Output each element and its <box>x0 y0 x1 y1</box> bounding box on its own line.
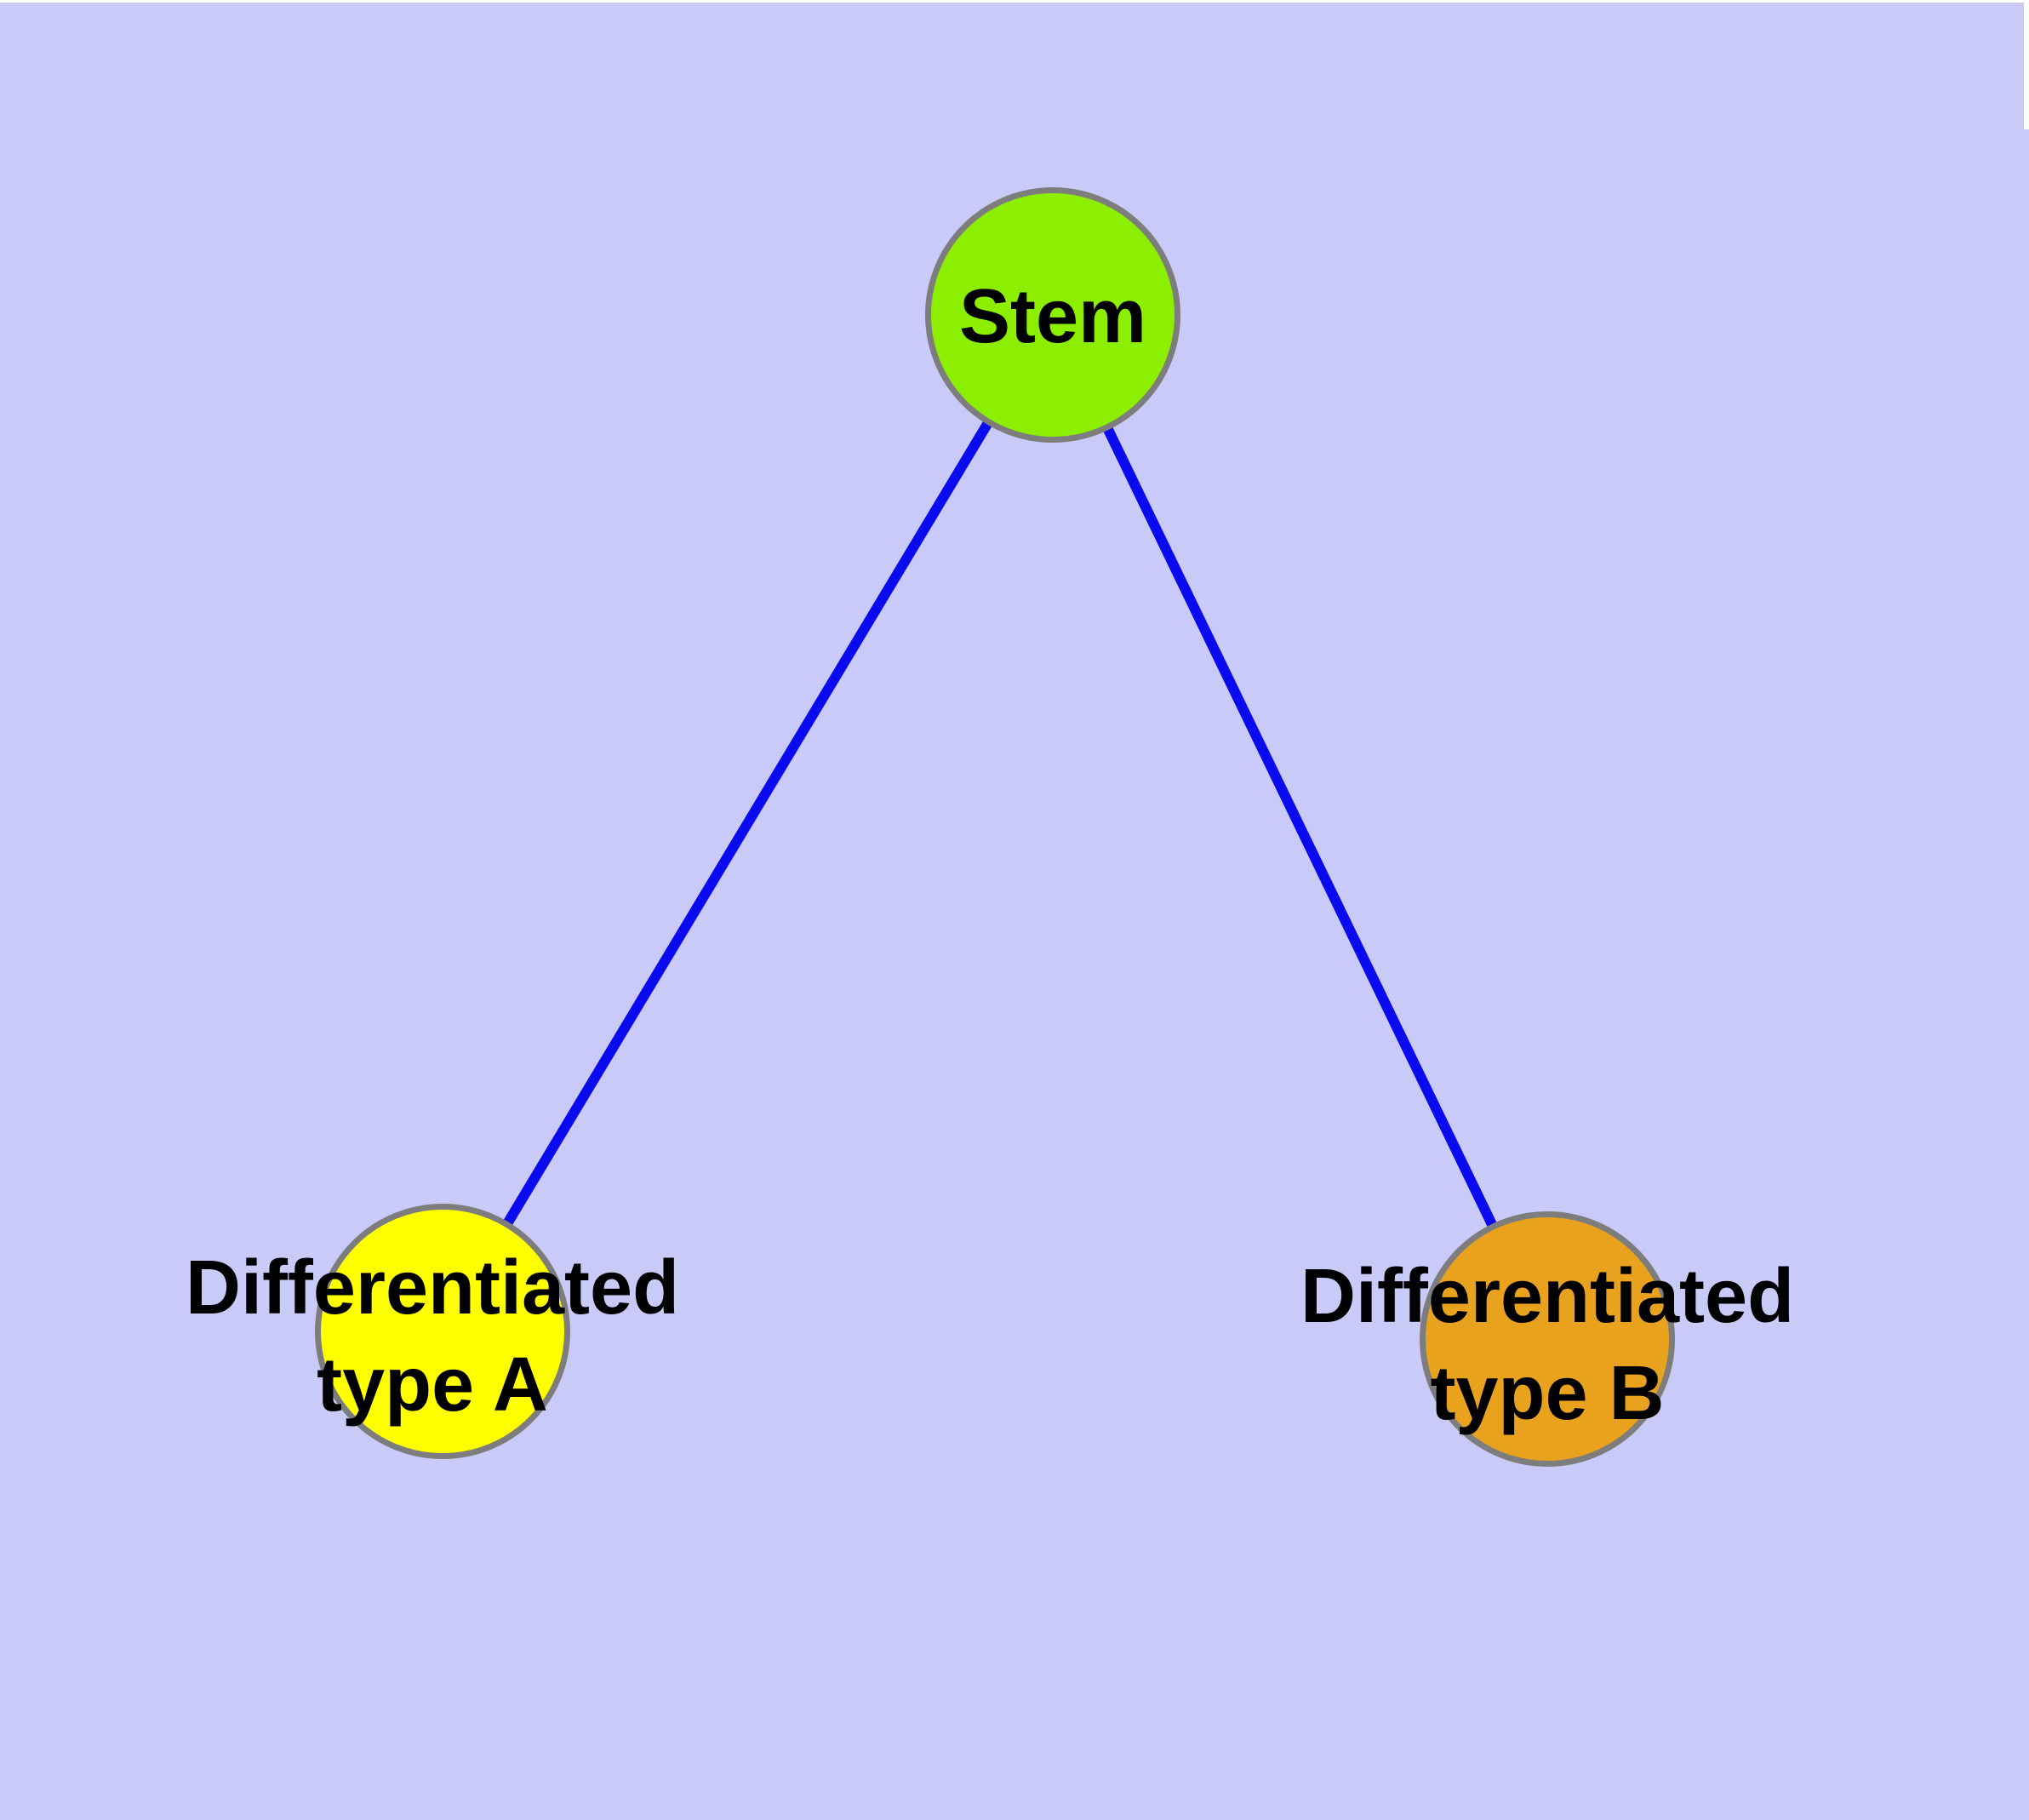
node-differentiated-type-a-label-line2: type A <box>317 1342 548 1428</box>
node-differentiated-type-b-label-line2: type B <box>1430 1351 1665 1436</box>
node-differentiated-type-b-label: Differentiated type B <box>1300 1248 1794 1442</box>
top-right-white-margin <box>2024 0 2029 129</box>
node-differentiated-type-a-label-line1: Differentiated <box>185 1245 680 1331</box>
top-white-margin <box>0 0 2029 3</box>
node-stem-label-line: Stem <box>958 274 1147 359</box>
edge-stem-to-type-b <box>1048 312 1552 1342</box>
node-differentiated-type-a-circle <box>315 1204 570 1459</box>
node-stem-circle <box>925 187 1180 443</box>
node-differentiated-type-b-label-line1: Differentiated <box>1300 1254 1795 1339</box>
node-stem-label: Stem <box>959 268 1146 365</box>
node-differentiated-type-a-label: Differentiated type A <box>186 1239 679 1434</box>
edge-stem-to-type-a <box>437 312 1058 1335</box>
node-differentiated-type-b-circle <box>1420 1211 1675 1467</box>
